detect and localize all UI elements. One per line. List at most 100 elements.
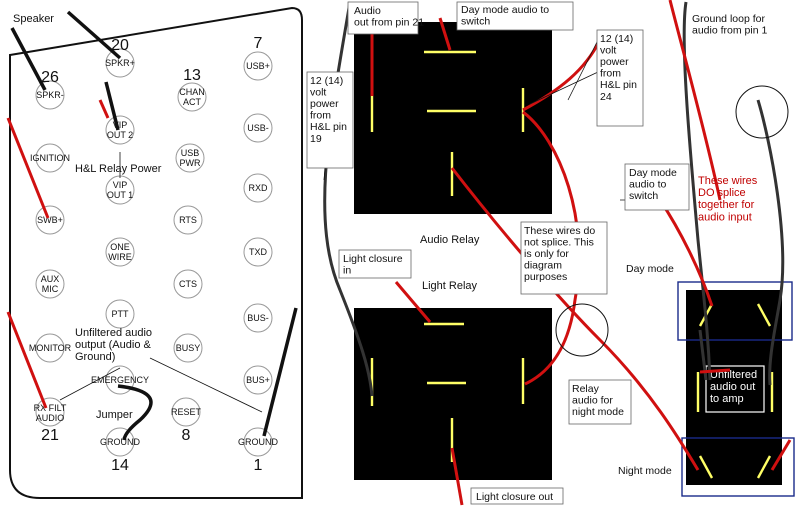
annotation-line [59, 367, 121, 401]
text-line: out from pin 21 [354, 17, 424, 29]
pin-label: SPKR+ [105, 58, 135, 68]
annotation-line [567, 39, 599, 101]
text-line: These wires do [524, 225, 595, 237]
text-line: Unfiltered audio [75, 327, 152, 339]
pin-label: RXD [248, 183, 268, 193]
text-line: power [600, 56, 629, 68]
text-line: not splice. This [524, 237, 594, 249]
pin-chan-act [177, 82, 207, 112]
speaker-wire-plus [66, 10, 122, 60]
text-line: 19 [310, 133, 322, 145]
pin-usb-pwr [175, 143, 205, 173]
pin-vip-out2 [105, 115, 135, 145]
audio-relay-label: Audio Relay [420, 234, 480, 246]
connector-pins [35, 48, 273, 457]
text-line: Day mode audio to [461, 4, 549, 16]
text-line: volt [600, 45, 616, 57]
pin-label: PTT [112, 309, 130, 319]
pin-rx-filt-audio [35, 397, 65, 427]
text-line: audio out [710, 381, 755, 393]
pin-spkr-plus [105, 48, 135, 78]
pin-label: BUSY [176, 343, 201, 353]
rx-filt-audio-wire [6, 311, 48, 409]
pin-label: GROUND [100, 437, 140, 447]
text-line: 12 (14) [600, 33, 633, 45]
note-box [347, 1, 419, 35]
pin-number: 21 [41, 427, 59, 444]
text-line: power [310, 98, 339, 110]
pin-label: GROUND [238, 437, 278, 447]
night-mode-label: Night mode [618, 465, 672, 477]
text-line: 24 [600, 91, 612, 103]
text-line: Ground loop for [692, 13, 765, 25]
text-line: ACT [183, 97, 202, 107]
pin-label: SWB+ [37, 215, 63, 225]
splice-circle-yes [735, 85, 789, 139]
ground-loop-wire-right [756, 99, 785, 386]
pin-label: SPKR- [36, 90, 64, 100]
jumper-label: Jumper [96, 409, 133, 421]
hl-relay-power-label: H&L Relay Power [75, 163, 162, 175]
swb-power-wire [6, 117, 50, 219]
note-box [306, 71, 354, 169]
day-mode-box [677, 281, 793, 341]
connector-outline [9, 6, 303, 499]
annotation-line [529, 71, 599, 105]
text-line: together for [698, 199, 755, 211]
unfiltered-audio-amp-box [705, 365, 765, 413]
text-line: night mode [572, 406, 624, 418]
text-line: to amp [710, 393, 744, 405]
night-audio-wire [450, 167, 700, 471]
text-line: 12 (14) [310, 75, 343, 87]
note-box [470, 487, 564, 505]
vip-out2-wire [104, 81, 120, 131]
text-line: purposes [524, 271, 567, 283]
text-line: from [310, 110, 331, 122]
pin-rxd [243, 173, 273, 203]
text-line: H&L pin [310, 121, 347, 133]
text-line: DO splice [698, 187, 746, 199]
pin-ptt [105, 299, 135, 329]
text-line: OUT 1 [107, 190, 133, 200]
text-line: output (Audio & [75, 339, 151, 351]
speaker-wire-minus [10, 27, 47, 91]
note-box [596, 29, 644, 127]
pin-aux-mic [35, 269, 65, 299]
text-line: USB [181, 148, 200, 158]
text-line: ONE [110, 242, 130, 252]
pin-cts [173, 269, 203, 299]
pin-label: MONITOR [29, 343, 72, 353]
pin-number: 8 [182, 427, 191, 444]
text-line: RX FILT [34, 403, 67, 413]
text-line: Day mode [629, 167, 677, 179]
pin-ignition [35, 143, 65, 173]
text-line: volt [310, 87, 326, 99]
text-line: audio input [698, 211, 752, 223]
text-line: is only for [524, 248, 569, 260]
pin-monitor [35, 333, 65, 363]
pin-label: RESET [171, 407, 202, 417]
text-line: VIP [113, 180, 128, 190]
day-audio-red-wire-top [668, 0, 722, 201]
pin-number: 14 [111, 457, 129, 474]
pin-label: EMERGENCY [91, 375, 149, 385]
unfiltered-red-wire [699, 368, 731, 374]
day-mode-label: Day mode [626, 263, 674, 275]
pin-swb-plus [35, 205, 65, 235]
text-line: Light closure [343, 253, 403, 265]
text-line: These wires [698, 175, 758, 187]
power-pin24-wire [522, 39, 602, 112]
